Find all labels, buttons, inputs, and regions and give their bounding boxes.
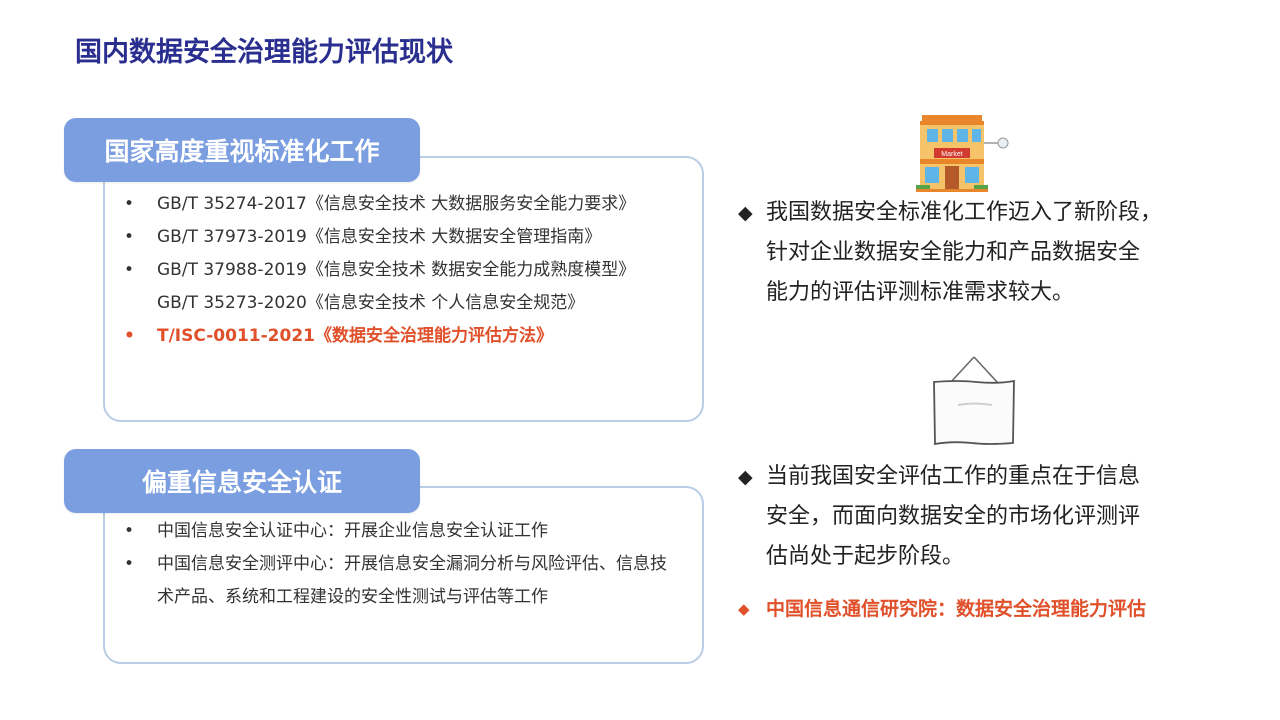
right-text-block-2: ◆当前我国安全评估工作的重点在于信息 安全，而面向数据安全的市场化评测评 估尚处… bbox=[738, 457, 1218, 577]
list-item: •中国信息安全测评中心：开展信息安全漏洞分析与风险评估、信息技术产品、系统和工程… bbox=[124, 554, 667, 607]
list-item: •GB/T 37988-2019《信息安全技术 数据安全能力成熟度模型》 bbox=[124, 260, 636, 280]
highlight-line: ◆中国信息通信研究院：数据安全治理能力评估 bbox=[738, 594, 1146, 621]
highlighted-list-item: •T/ISC-0011-2021《数据安全治理能力评估方法》 bbox=[124, 326, 553, 346]
certification-panel bbox=[103, 486, 704, 664]
market-sign: Market bbox=[941, 151, 962, 158]
standards-list: •GB/T 35274-2017《信息安全技术 大数据服务安全能力要求》 •GB… bbox=[124, 188, 635, 353]
certification-tag: 偏重信息安全认证 bbox=[64, 449, 420, 513]
right-text-block-1: ◆我国数据安全标准化工作迈入了新阶段， 针对企业数据安全能力和产品数据安全 能力… bbox=[738, 193, 1218, 313]
diamond-bullet-icon: ◆ bbox=[738, 202, 753, 224]
standards-tag: 国家高度重视标准化工作 bbox=[64, 118, 420, 182]
diamond-bullet-icon: ◆ bbox=[738, 466, 753, 488]
list-item: •GB/T 35274-2017《信息安全技术 大数据服务安全能力要求》 bbox=[124, 194, 636, 214]
page-title: 国内数据安全治理能力评估现状 bbox=[75, 37, 453, 68]
list-item: •GB/T 37973-2019《信息安全技术 大数据安全管理指南》 bbox=[124, 227, 602, 247]
standards-panel bbox=[103, 156, 704, 422]
diamond-bullet-icon: ◆ bbox=[738, 600, 750, 618]
hanging-frame-icon bbox=[933, 356, 1015, 446]
list-item: •中国信息安全认证中心：开展企业信息安全认证工作 bbox=[124, 521, 548, 541]
market-building-icon: Market bbox=[916, 115, 1009, 192]
certification-list: •中国信息安全认证中心：开展企业信息安全认证工作 •中国信息安全测评中心：开展信… bbox=[124, 515, 682, 614]
list-item: GB/T 35273-2020《信息安全技术 个人信息安全规范》 bbox=[157, 293, 585, 313]
